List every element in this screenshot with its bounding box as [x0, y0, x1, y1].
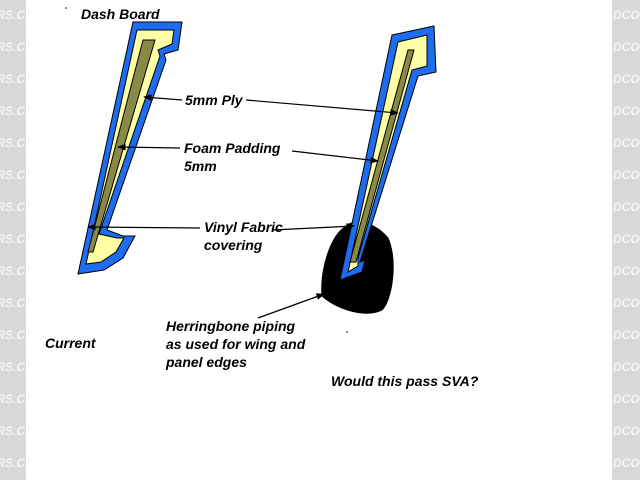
- speck-dot: [65, 7, 67, 9]
- watermark-text: DCOST: [613, 360, 640, 374]
- piping-label-line1: Herringbone piping: [166, 318, 296, 334]
- watermark-text: DCOST: [613, 424, 640, 438]
- foam-padding-shape: [85, 29, 175, 265]
- ply-arrow-right: [245, 99, 399, 116]
- watermark-text: DERS.C: [0, 232, 25, 246]
- vinyl-arrow-right: [271, 223, 355, 231]
- watermark-text: DCOST: [613, 72, 640, 86]
- foam-label-line1: Foam Padding: [184, 140, 281, 156]
- watermark-text: DERS.C: [0, 360, 25, 374]
- vinyl-label-line2: covering: [204, 237, 263, 253]
- callout-arrows: [87, 94, 399, 319]
- watermark-text: DCOST: [613, 264, 640, 278]
- watermark-text: DERS.C: [0, 424, 25, 438]
- piping-label-line2: as used for wing and: [166, 336, 306, 352]
- ply-label: 5mm Ply: [185, 92, 244, 108]
- speck-dot: [346, 331, 348, 333]
- diagram-title: Dash Board: [81, 6, 160, 22]
- watermark-text: DERS.C: [0, 328, 25, 342]
- watermark-text: DCOST: [613, 136, 640, 150]
- foam-arrow-right: [291, 150, 379, 164]
- watermark-text: DERS.C: [0, 72, 25, 86]
- watermark-text: DCOST: [613, 232, 640, 246]
- watermark-text: DERS.C: [0, 456, 25, 470]
- watermark-text: DERS.C: [0, 392, 25, 406]
- ply-board-shape: [87, 39, 156, 253]
- watermark-text: DERS.C: [0, 8, 25, 22]
- proposed-dashboard-section: [321, 25, 437, 314]
- watermark-text: DERS.C: [0, 104, 25, 118]
- watermark-text: DCOST: [613, 328, 640, 342]
- ply-arrow-left: [143, 94, 183, 101]
- watermark-text: DCOST: [613, 168, 640, 182]
- foam-label-line2: 5mm: [184, 158, 217, 174]
- watermark-text: DCOST: [613, 8, 640, 22]
- watermark-text: DERS.C: [0, 200, 25, 214]
- question-label: Would this pass SVA?: [331, 373, 479, 389]
- left-watermark-strip: DERS.C DERS.C DERS.C DERS.C DERS.C DERS.…: [0, 0, 26, 480]
- watermark-text: DERS.C: [0, 296, 25, 310]
- watermark-text: DCOST: [613, 392, 640, 406]
- piping-arrow: [257, 293, 325, 319]
- watermark-text: DCOST: [613, 456, 640, 470]
- watermark-text: DCOST: [613, 104, 640, 118]
- vinyl-label-line1: Vinyl Fabric: [204, 219, 283, 235]
- piping-label-line3: panel edges: [165, 354, 247, 370]
- watermark-text: DERS.C: [0, 40, 25, 54]
- ply-board-shape: [349, 49, 415, 263]
- watermark-text: DERS.C: [0, 136, 25, 150]
- current-label: Current: [45, 335, 97, 351]
- right-watermark-strip: DCOST DCOST DCOST DCOST DCOST DCOST DCOS…: [612, 0, 640, 480]
- watermark-text: DERS.C: [0, 168, 25, 182]
- watermark-text: DERS.C: [0, 264, 25, 278]
- foam-arrow-left: [117, 143, 181, 151]
- watermark-text: DCOST: [613, 296, 640, 310]
- vinyl-arrow-left: [87, 223, 201, 231]
- watermark-text: DCOST: [613, 40, 640, 54]
- watermark-text: DCOST: [613, 200, 640, 214]
